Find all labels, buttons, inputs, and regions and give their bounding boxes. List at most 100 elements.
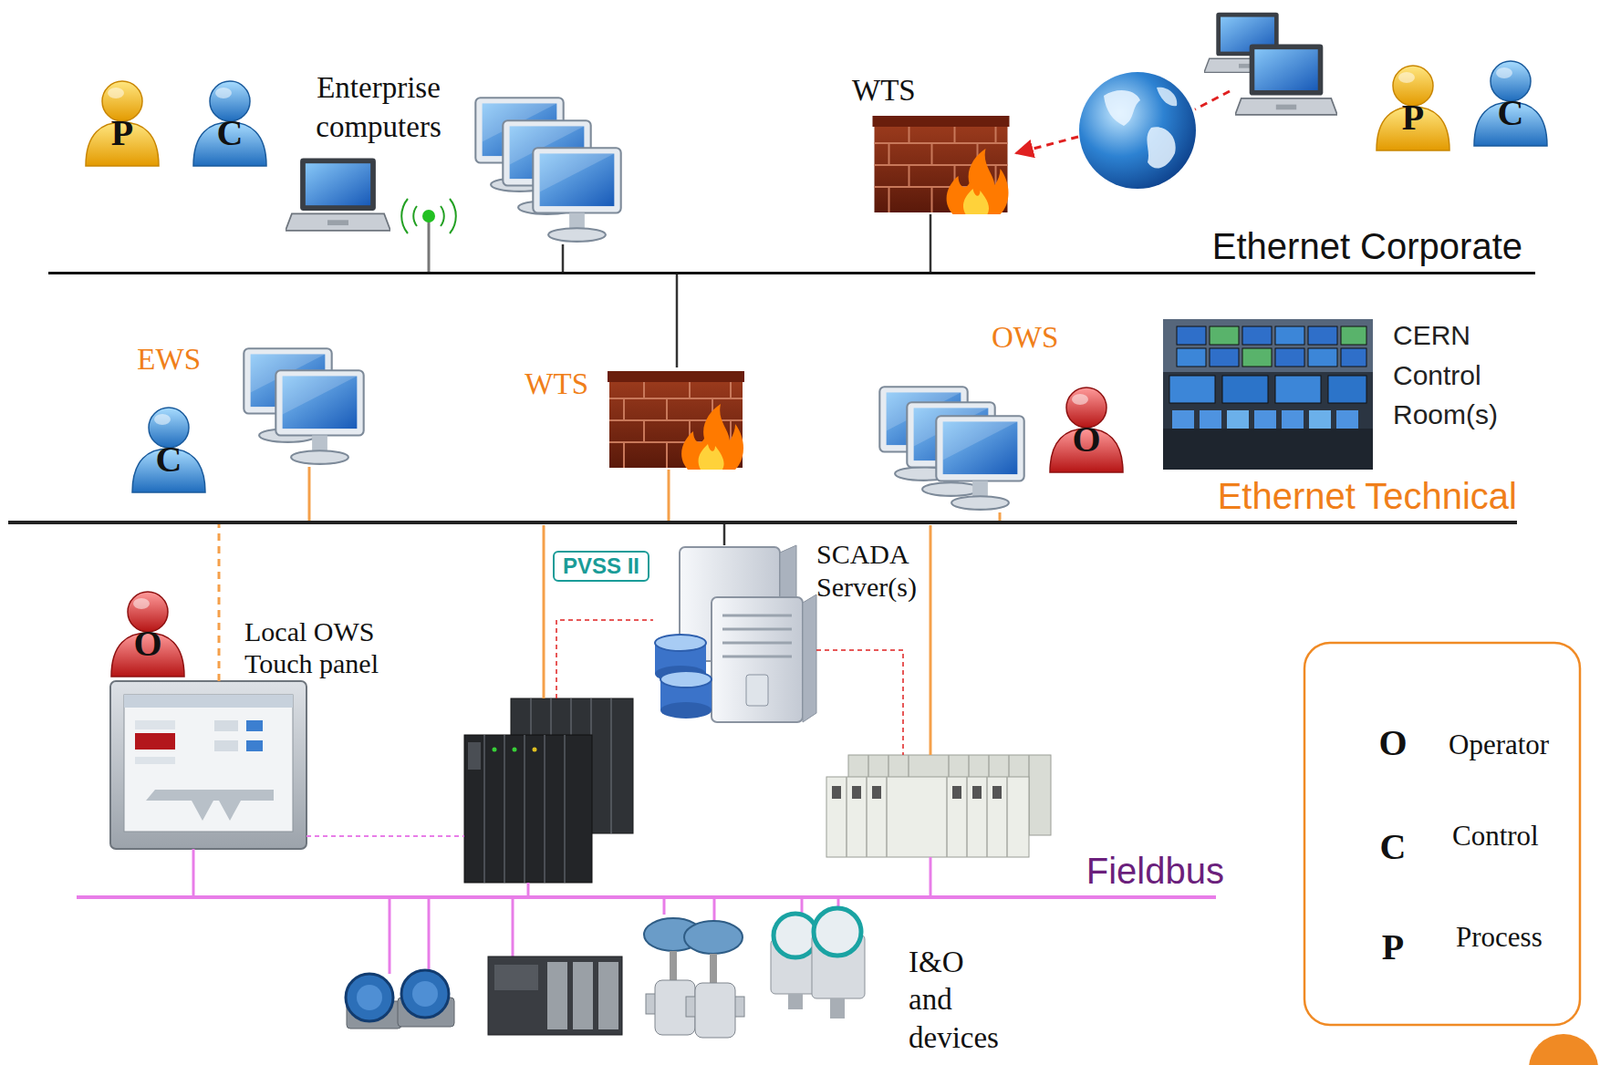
control-room-photo — [1308, 326, 1338, 345]
plc-modular-icon — [831, 786, 842, 800]
plc-modular-icon — [826, 777, 1029, 858]
field-device-icon — [494, 965, 539, 991]
control-room-photo — [1254, 410, 1277, 429]
role-letter: C — [1365, 825, 1421, 870]
role-letter: P — [94, 111, 150, 156]
network-link — [675, 274, 679, 368]
touch-panel-icon — [135, 733, 176, 750]
network-wire — [929, 857, 933, 896]
network-wire — [511, 899, 515, 957]
plc-modular-icon — [851, 786, 862, 800]
role-letter: O — [1059, 417, 1114, 462]
scada-server-icon — [654, 634, 707, 652]
plc-rack-icon — [512, 748, 518, 753]
scada-server-icon — [722, 615, 792, 657]
role-letter: C — [1483, 91, 1538, 136]
field-device-icon — [345, 974, 394, 1022]
plc-modular-icon — [952, 786, 962, 800]
role-letter: P — [1385, 95, 1441, 140]
touch-panel-icon — [124, 695, 293, 708]
node-label: CERN Control Room(s) — [1392, 315, 1507, 436]
touch-panel-icon — [110, 681, 307, 850]
scada-server-icon — [654, 545, 817, 723]
network-wire — [542, 525, 546, 699]
touch-panel-icon — [135, 757, 176, 765]
control-room-photo — [1163, 428, 1373, 470]
person-icon — [132, 407, 206, 493]
legend-entry: Operator — [1448, 727, 1549, 763]
field-device-icon — [488, 956, 623, 1036]
firewall: WTS — [872, 112, 1010, 215]
network-wire — [427, 899, 431, 973]
scada-server-icon — [711, 597, 803, 723]
field-device-icon — [345, 908, 865, 1039]
node-label: Fieldbus — [1086, 850, 1225, 893]
plc-rack-icon — [484, 735, 565, 884]
control-room-photo — [1172, 410, 1195, 429]
device-group: I&O and devices — [342, 914, 878, 1041]
legend-entry: Control — [1452, 819, 1539, 854]
control-room-photo — [1199, 410, 1222, 429]
network-bus: Ethernet Technical — [8, 520, 1517, 525]
touch-panel-icon — [246, 740, 263, 752]
control-room-photo — [1163, 319, 1373, 470]
remote-access-link — [1194, 91, 1230, 110]
node-label: Enterprise computers — [287, 68, 470, 147]
network-bus: Fieldbus — [76, 895, 1216, 900]
wireless-antenna — [427, 218, 431, 273]
network-link — [561, 244, 565, 272]
remote-laptops — [1204, 12, 1338, 115]
scada-server-icon — [660, 671, 712, 688]
remote-access-link — [1016, 91, 1230, 154]
network-link — [218, 524, 221, 682]
scada-server-icon — [802, 594, 817, 723]
control-room-photo — [1242, 326, 1272, 345]
internet-globe — [1079, 72, 1196, 189]
network-wire — [306, 835, 465, 838]
person-icon — [111, 592, 185, 677]
internet-globe — [1103, 90, 1141, 126]
node-label: Local OWS Touch panel — [244, 616, 405, 680]
network-wire — [388, 899, 392, 975]
field-device-icon — [401, 970, 449, 1019]
network-wire — [929, 525, 933, 756]
field-device-icon — [598, 962, 619, 1030]
control-room-photo — [1275, 326, 1305, 345]
network-link — [998, 512, 1002, 521]
legend-label: Process — [1455, 921, 1543, 954]
control-room-photo — [1275, 348, 1305, 367]
plc-rack-icon — [492, 748, 498, 753]
monitor-icon — [275, 370, 364, 465]
plc-modular-icon — [846, 777, 1008, 858]
monitor-icon — [243, 97, 1024, 510]
network-wire — [713, 899, 717, 922]
touch-panel-icon — [110, 681, 307, 850]
legend-label: Operator — [1448, 728, 1549, 761]
control-room-photo — [1308, 348, 1338, 367]
control-room-photo — [1176, 348, 1206, 367]
monitor-icon — [935, 415, 1024, 510]
wireless-antenna — [422, 209, 436, 223]
node-label: EWS — [136, 342, 201, 378]
workstation-group: OWS — [875, 383, 1029, 513]
internet-globe — [1146, 126, 1175, 168]
plc-rack-icon — [532, 748, 538, 753]
control-room-photo — [1209, 348, 1239, 367]
touch-panel-icon — [214, 720, 239, 732]
control-room-photo — [1328, 375, 1367, 404]
firewall-icon — [607, 115, 1010, 470]
software-logo: PVSS II — [552, 550, 650, 582]
control-room-photo — [1336, 410, 1359, 429]
network-bus: Ethernet Corporate — [48, 271, 1536, 275]
role-letter: O — [120, 622, 176, 666]
field-device-icon — [709, 954, 717, 984]
control-room: CERN Control Room(s) — [1163, 319, 1373, 470]
legend-frame — [1304, 643, 1580, 1026]
person-icon — [1376, 65, 1450, 151]
computer-group: Enterprise computers — [471, 93, 625, 245]
control-room-photo — [1340, 348, 1367, 367]
person-icon — [193, 81, 267, 167]
